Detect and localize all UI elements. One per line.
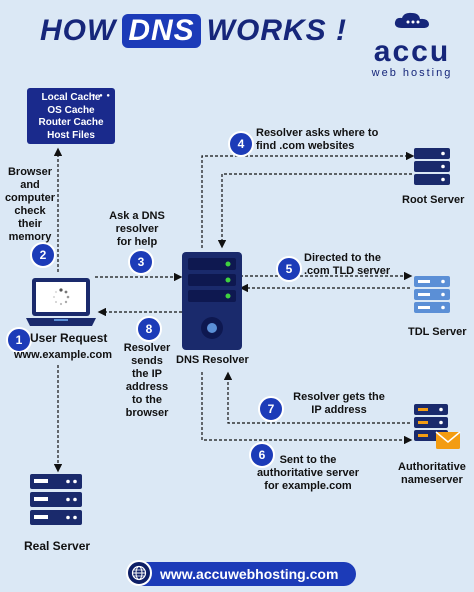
real-server-icon xyxy=(30,474,82,525)
logo-tagline: web hosting xyxy=(371,67,453,79)
label-line: Resolver xyxy=(123,342,171,354)
step-7-label: Resolver gets the IP address xyxy=(284,391,394,417)
step-4-badge: 4 xyxy=(228,131,254,157)
auth-nameserver-label: Authoritative nameserver xyxy=(398,461,466,487)
step-6-label: Sent to the authoritative server for exa… xyxy=(248,454,368,493)
label-line: memory xyxy=(8,231,52,243)
step-3-badge: 3 xyxy=(128,249,154,275)
step-4-label: Resolver asks where to find .com website… xyxy=(256,127,378,153)
step-7-badge: 7 xyxy=(258,396,284,422)
label-line: Ask a DNS xyxy=(109,210,165,222)
website-url[interactable]: www.accuwebhosting.com xyxy=(160,566,339,582)
real-server-label: Real Server xyxy=(24,539,91,553)
step-8-label: Resolver sends the IP address to the bro… xyxy=(112,342,182,420)
globe-icon xyxy=(126,560,152,586)
title-highlight: DNS xyxy=(122,14,201,48)
label-line: Resolver gets the xyxy=(293,391,385,403)
cloud-icon xyxy=(394,12,429,28)
tdl-server-icon xyxy=(414,276,450,313)
root-server-label: Root Server xyxy=(402,194,465,206)
label-line: for help xyxy=(116,236,158,248)
user-url-label: www.example.com xyxy=(14,349,113,361)
brand-logo: accu web hosting xyxy=(362,10,462,79)
dns-resolver-server-icon xyxy=(182,252,242,350)
label-line: authoritative server xyxy=(256,467,360,479)
root-server-icon xyxy=(414,148,450,185)
label-line: resolver xyxy=(115,223,159,235)
arrow-to-auth xyxy=(201,372,413,445)
cache-line: Local Cache xyxy=(41,92,101,103)
authoritative-server-icon xyxy=(414,404,461,449)
cache-line: Host Files xyxy=(47,129,95,141)
label-line: Browser xyxy=(7,166,53,178)
label-line: and xyxy=(20,179,40,191)
arrow-root-reply xyxy=(217,173,412,249)
dns-resolver-label: DNS Resolver xyxy=(176,354,249,366)
label-line: IP address xyxy=(311,404,367,416)
cache-box: ● ● ● Local Cache OS Cache Router Cache … xyxy=(27,88,115,144)
window-dots-icon: ● ● ● xyxy=(91,93,111,99)
title-pre: HOW xyxy=(40,14,117,47)
label-line: for example.com xyxy=(264,480,352,492)
browser-check-label: Browser and computer check their memory xyxy=(2,166,58,244)
user-request-label: User Request xyxy=(30,331,108,345)
logo-brand: accu xyxy=(373,35,451,68)
label-line: Sent to the xyxy=(279,454,337,466)
step-8-badge: 8 xyxy=(136,316,162,342)
step-5-label: Directed to the .com TLD server xyxy=(304,252,390,278)
label-line: Resolver asks where to xyxy=(256,127,379,139)
label-line: to the xyxy=(132,394,162,406)
website-url-banner[interactable]: www.accuwebhosting.com xyxy=(128,562,356,586)
cache-line: Router Cache xyxy=(38,117,104,128)
tdl-server-label: TDL Server xyxy=(408,326,467,338)
label-line: nameserver xyxy=(401,474,463,486)
cache-line: OS Cache xyxy=(47,104,95,116)
arrow-auth-reply xyxy=(223,371,410,424)
label-line: sends xyxy=(131,355,163,367)
page-title: HOW DNS WORKS ! xyxy=(40,14,347,48)
label-line: their xyxy=(18,218,42,230)
label-line: computer xyxy=(4,192,56,204)
step-5-badge: 5 xyxy=(276,256,302,282)
title-post: WORKS ! xyxy=(206,14,347,47)
label-line: address xyxy=(125,381,169,393)
label-line: browser xyxy=(125,407,169,419)
laptop-icon xyxy=(26,278,96,326)
label-line: .com TLD server xyxy=(304,265,391,277)
ask-dns-label: Ask a DNS resolver for help xyxy=(102,210,172,249)
step-2-badge: 2 xyxy=(30,242,56,268)
label-line: find .com websites xyxy=(256,140,355,152)
step-1-badge: 1 xyxy=(6,327,32,353)
label-line: the IP xyxy=(132,368,162,380)
label-line: Authoritative xyxy=(398,461,466,473)
label-line: check xyxy=(14,205,46,217)
arrow-ask-root xyxy=(201,151,415,248)
step-6-badge: 6 xyxy=(249,442,275,468)
label-line: Directed to the xyxy=(304,252,382,264)
